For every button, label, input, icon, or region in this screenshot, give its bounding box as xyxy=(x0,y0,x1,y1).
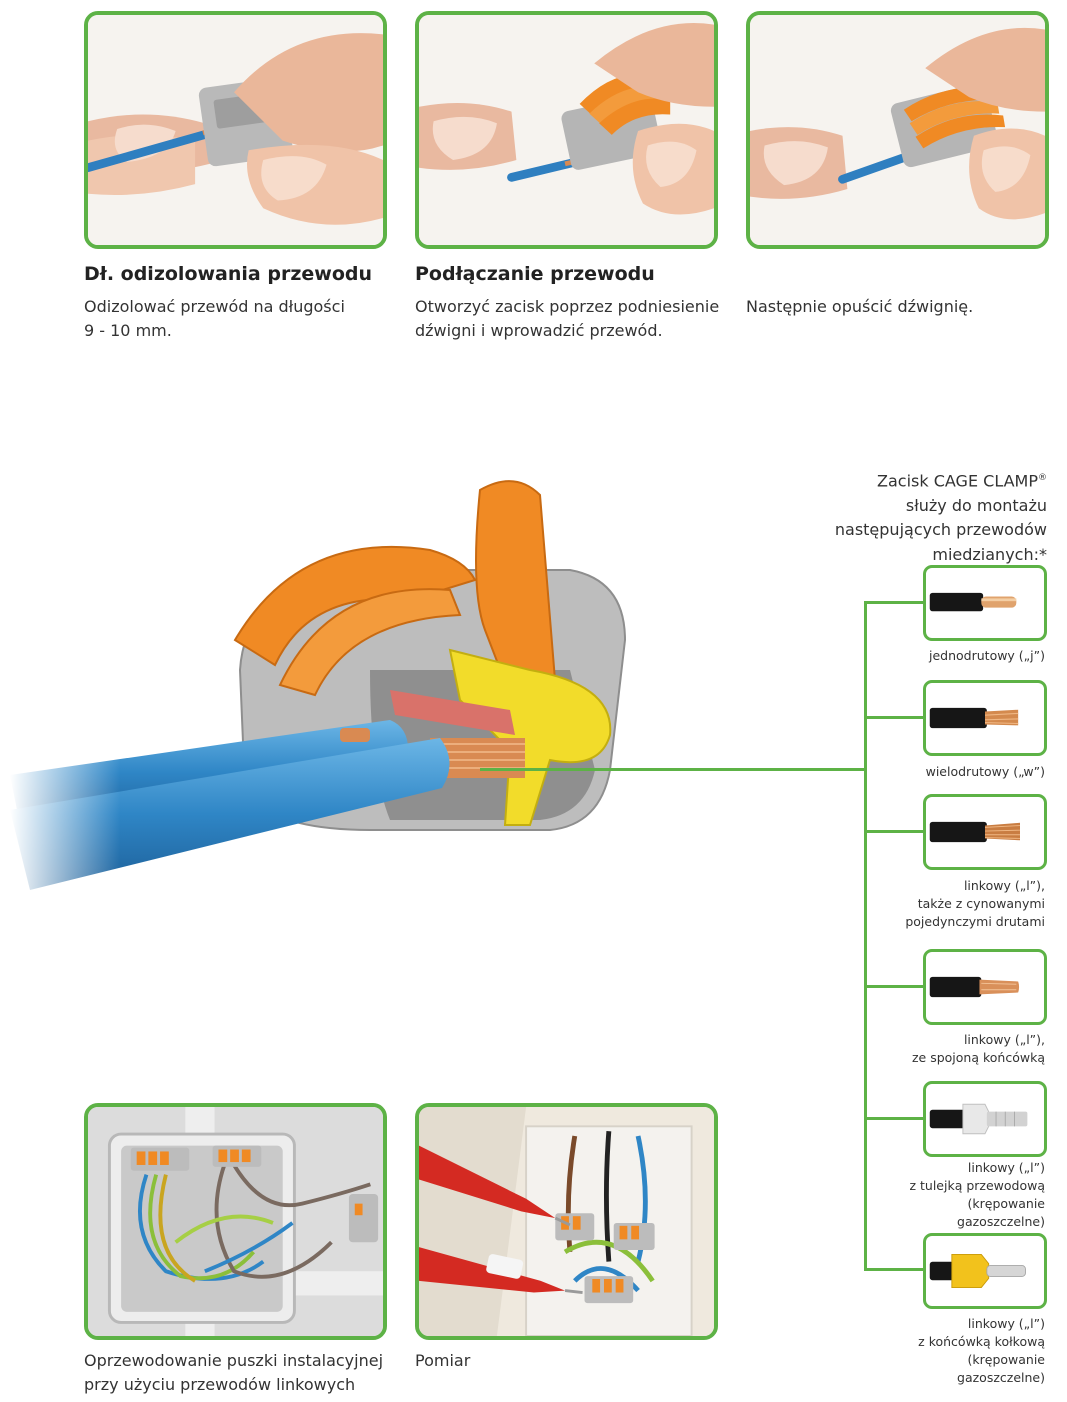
solid-wire-icon xyxy=(929,592,1017,612)
wire-stranded-box xyxy=(923,680,1047,756)
cage-clamp-intro-line1: Zacisk CAGE CLAMP xyxy=(877,471,1038,491)
step-1-text: Odizolować przewód na długości 9 - 10 mm… xyxy=(84,297,345,340)
cage-clamp-cutaway-illustration xyxy=(10,480,627,900)
connector-tick-2 xyxy=(864,716,924,719)
wire-label-bonded: linkowy („l”), ze spojoną końcówką xyxy=(911,1032,1045,1065)
step-1-title: Dł. odizolowania przewodu xyxy=(84,263,372,285)
junction-box-photo xyxy=(84,1103,387,1340)
wire-label-fine-stranded: linkowy („l”), także z cynowanymi pojedy… xyxy=(905,878,1045,929)
pin-terminal-wire-icon xyxy=(929,1253,1026,1289)
wire-label-ferrule: linkowy („l”) z tulejką przewodową (kręp… xyxy=(909,1160,1045,1229)
connector-tick-1 xyxy=(864,601,924,604)
fine-stranded-wire-icon xyxy=(929,821,1021,843)
hand-strip-wire-illustration xyxy=(88,15,383,245)
connector-line-vertical xyxy=(864,601,867,1271)
measurement-photo xyxy=(415,1103,718,1340)
wire-solid-box xyxy=(923,565,1047,641)
step-3-text: Następnie opuścić dźwignię. xyxy=(746,297,974,316)
wire-fine-stranded-box xyxy=(923,794,1047,870)
ferrule-wire-icon xyxy=(929,1103,1028,1135)
wire-bonded-box xyxy=(923,949,1047,1025)
step-photo-close-lever xyxy=(746,11,1049,249)
hand-open-lever-illustration xyxy=(419,15,714,245)
connector-tick-5 xyxy=(864,1117,924,1120)
junction-box-wiring-illustration xyxy=(88,1107,383,1336)
connector-line-main xyxy=(480,768,867,771)
wire-label-pin: linkowy („l”) z końcówką kołkową (krępow… xyxy=(918,1316,1045,1385)
connector-tick-3 xyxy=(864,830,924,833)
connector-tick-4 xyxy=(864,985,924,988)
wire-pin-box xyxy=(923,1233,1047,1309)
step-2-title: Podłączanie przewodu xyxy=(415,263,655,285)
bonded-end-wire-icon xyxy=(929,976,1020,998)
step-2-text: Otworzyć zacisk poprzez podniesienie dźw… xyxy=(415,297,720,340)
cage-clamp-intro: Zacisk CAGE CLAMP® służy do montażu nastę… xyxy=(835,466,1047,567)
wire-label-solid: jednodrutowy („j”) xyxy=(929,648,1045,663)
cage-clamp-intro-rest: służy do montażu następujących przewodów… xyxy=(834,495,1047,564)
registered-mark: ® xyxy=(1038,473,1047,483)
wire-label-stranded: wielodrutowy („w”) xyxy=(925,764,1045,779)
hand-close-lever-illustration xyxy=(750,15,1045,245)
caption-measurement: Pomiar xyxy=(415,1351,471,1370)
wire-ferrule-box xyxy=(923,1081,1047,1157)
step-photo-open-lever xyxy=(415,11,718,249)
measurement-probe-illustration xyxy=(419,1107,714,1336)
step-photo-strip xyxy=(84,11,387,249)
stranded-wire-icon xyxy=(929,707,1019,729)
caption-junction-box: Oprzewodowanie puszki instalacyjnej przy… xyxy=(84,1351,384,1394)
connector-tick-6 xyxy=(864,1268,924,1271)
